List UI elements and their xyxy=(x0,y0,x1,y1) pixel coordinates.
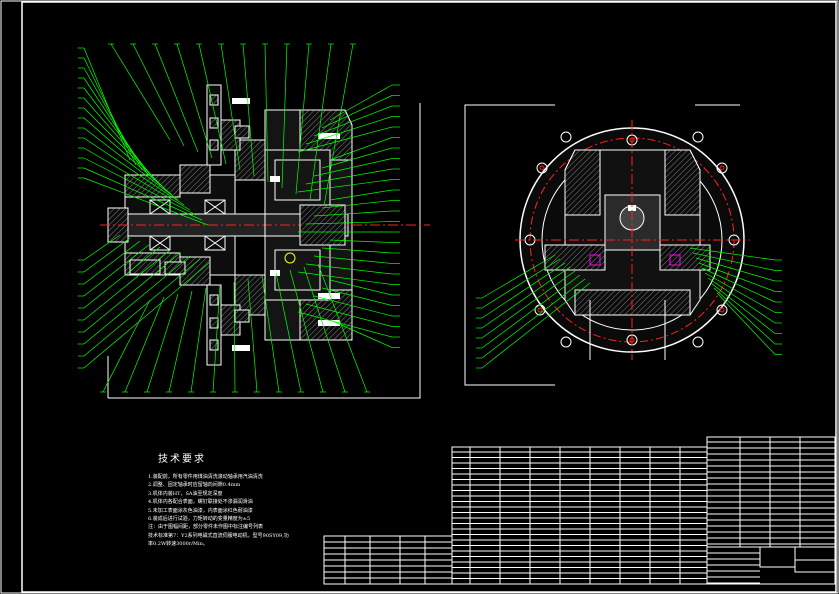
note-item-9: 率0.2W转速3000r/Min。 xyxy=(148,541,208,548)
note-item-7: 注：由于图幅间距，部分零件未作图中标注编号列表 xyxy=(148,524,264,531)
callout-leader-icon xyxy=(78,43,782,393)
note-item-2: 2.调整、固定轴承时应留轴向间隙0.4mm xyxy=(148,482,241,489)
front-section-view xyxy=(100,84,430,399)
drawing-frame xyxy=(21,1,837,593)
note-item-3: 3.机体内装HT，SA油至规定深度 xyxy=(148,490,223,497)
note-item-1: 1.装配前，所有零件用煤油清洗滚动轴承用汽油清洗 xyxy=(148,474,263,480)
parts-list-tables xyxy=(323,436,836,585)
side-view xyxy=(464,104,750,386)
technical-requirements: 技术要求 1.装配前，所有零件用煤油清洗滚动轴承用汽油清洗 2.调整、固定轴承时… xyxy=(148,450,348,549)
note-item-4: 4.机体内各配合表面，螺钉联接处不渗漏润滑油 xyxy=(148,499,253,506)
notes-heading: 技术要求 xyxy=(158,454,206,465)
note-item-5: 5.未加工表面涂灰色油漆，内表面涂红色耐油漆 xyxy=(148,507,253,514)
note-item-8: 技术标准第7：Y2系列电磁式直流伺服电动机，型号90SY09,功 xyxy=(148,532,289,539)
note-item-6: 6.装成后进行试验，力矩转动的变量精度为±5 xyxy=(148,516,251,523)
